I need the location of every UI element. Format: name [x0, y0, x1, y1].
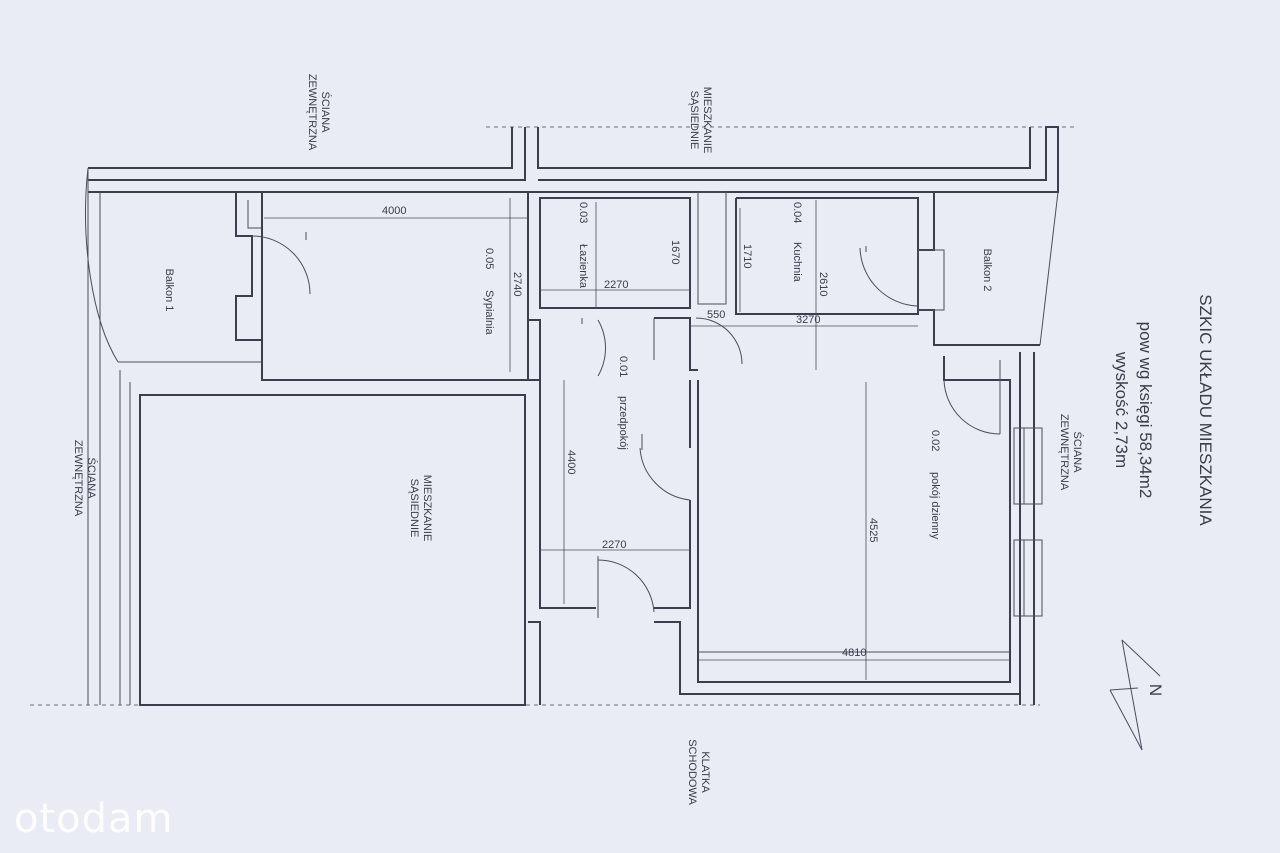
room-name: Sypialnia	[483, 290, 495, 336]
room-label-lazienka: 0.03 Łazienka	[577, 202, 589, 289]
dim-4810: 4810	[842, 647, 866, 659]
svg-text:0.04: 0.04	[791, 202, 803, 223]
neighbor-top-label: MIESZKANIE SĄSIEDNIE	[688, 87, 713, 154]
room-label-balkon-2: Balkon 2	[981, 249, 993, 292]
svg-text:przedpokój: przedpokój	[617, 396, 629, 450]
room-label-pokoj-dzienny: 0.02 pokój dzienny	[929, 430, 941, 540]
otodam-watermark: otodam	[14, 796, 174, 842]
room-label-sypialnia: 0.05 Sypialnia	[483, 248, 495, 336]
svg-text:SĄSIEDNIE: SĄSIEDNIE	[688, 91, 700, 150]
svg-text:MIESZKANIE: MIESZKANIE	[421, 475, 433, 542]
exterior-wall-right	[1013, 352, 1043, 705]
north-label: N	[1146, 684, 1165, 696]
svg-text:ŚCIANA: ŚCIANA	[1071, 432, 1084, 474]
dim-4525: 4525	[867, 518, 879, 542]
room-kuchnia-walls	[735, 197, 919, 315]
exterior-wall-left-label: ŚCIANA ZEWNĘTRZNA	[72, 440, 98, 517]
svg-text:KLATKA: KLATKA	[699, 751, 711, 793]
room-label-balkon-1: Balkon 1	[163, 269, 175, 312]
svg-text:pokój dzienny: pokój dzienny	[929, 472, 941, 540]
svg-text:MIESZKANIE: MIESZKANIE	[701, 87, 713, 154]
room-number: 0.05	[483, 248, 495, 269]
neighbor-left-label: MIESZKANIE SĄSIEDNIE	[408, 475, 433, 542]
ventilation-shaft	[697, 191, 727, 305]
dim-4400: 4400	[565, 450, 577, 474]
plan-height: wyskość 2,73m	[1112, 351, 1131, 468]
room-sypialnia-walls	[261, 192, 529, 380]
plan-title: SZKIC UKŁADU MIESZKANIA	[1196, 294, 1215, 526]
dim-2270-bath: 2270	[604, 279, 628, 291]
svg-text:ZEWNĘTRZNA: ZEWNĘTRZNA	[306, 74, 318, 151]
dimension-lines	[264, 198, 1010, 680]
room-label-przedpokoj: 0.01 przedpokój	[617, 356, 629, 450]
svg-text:ŚCIANA: ŚCIANA	[85, 458, 98, 500]
plan-area: pow wg księgi 58,34m2	[1136, 322, 1155, 499]
exterior-wall-top-label: ŚCIANA ZEWNĘTRZNA	[306, 74, 332, 151]
exterior-wall-top	[88, 126, 1059, 193]
svg-text:SCHODOWA: SCHODOWA	[686, 739, 698, 805]
dim-2610: 2610	[817, 272, 829, 296]
svg-text:0.03: 0.03	[577, 202, 589, 223]
svg-text:0.02: 0.02	[929, 430, 941, 451]
room-label-kuchnia: 0.04 Kuchnia	[791, 202, 803, 283]
svg-text:ZEWNĘTRZNA: ZEWNĘTRZNA	[1058, 414, 1070, 491]
svg-text:ZEWNĘTRZNA: ZEWNĘTRZNA	[72, 440, 84, 517]
svg-text:ŚCIANA: ŚCIANA	[319, 92, 332, 134]
exterior-wall-right-label: ŚCIANA ZEWNĘTRZNA	[1058, 414, 1084, 491]
balcony-1-outline	[85, 167, 540, 705]
neighbor-apartment-left	[139, 394, 526, 706]
svg-text:SĄSIEDNIE: SĄSIEDNIE	[408, 479, 420, 538]
dim-2270-hall: 2270	[602, 539, 626, 551]
svg-text:Kuchnia: Kuchnia	[791, 242, 803, 283]
stairwell-label: KLATKA SCHODOWA	[686, 739, 711, 805]
balcony-2-outline	[917, 191, 1059, 346]
dim-1670: 1670	[669, 240, 681, 264]
room-pokoj-dzienny-walls	[697, 356, 1011, 683]
svg-text:Łazienka: Łazienka	[577, 244, 589, 289]
svg-text:0.01: 0.01	[617, 356, 629, 377]
hallway-walls	[528, 317, 1020, 705]
room-lazienka-walls	[539, 197, 691, 309]
dim-1710: 1710	[741, 244, 753, 268]
door-swings	[251, 232, 1001, 618]
dim-4000: 4000	[382, 205, 406, 217]
dim-3270: 3270	[796, 314, 820, 326]
dim-550: 550	[707, 309, 725, 321]
dim-2740: 2740	[511, 272, 523, 296]
north-arrow	[1109, 639, 1161, 751]
title-block: SZKIC UKŁADU MIESZKANIA pow wg księgi 58…	[1112, 294, 1215, 526]
